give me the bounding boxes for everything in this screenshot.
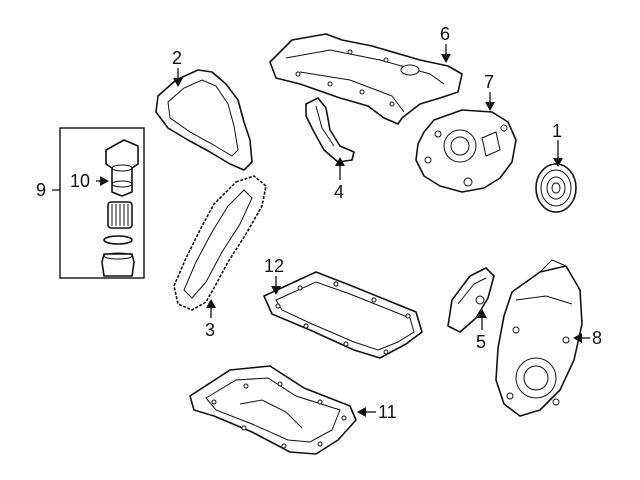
callout-10: 10 <box>70 171 90 191</box>
part-5-tensioner <box>447 267 495 333</box>
callout-8: 8 <box>592 328 602 348</box>
callout-7: 7 <box>484 72 494 92</box>
part-12-pan-gasket <box>263 271 423 359</box>
callout-5: 5 <box>476 332 486 352</box>
callout-1: 1 <box>552 121 562 141</box>
part-6-upper-cover <box>269 33 463 125</box>
part-2-gasket <box>155 69 253 171</box>
part-4-bracket <box>305 97 355 163</box>
callout-6: 6 <box>440 24 450 44</box>
callout-12: 12 <box>264 256 284 276</box>
part-8-timing-cover <box>495 259 583 417</box>
part-1-pulley <box>535 163 577 213</box>
callout-11: 11 <box>378 402 397 422</box>
chain-outline-icon <box>173 175 267 311</box>
callout-3: 3 <box>205 320 215 340</box>
leader-lines <box>52 44 590 417</box>
callout-2: 2 <box>172 48 182 68</box>
oil-filter-assembly-icon <box>59 127 145 279</box>
callout-9: 9 <box>36 180 46 200</box>
callout-4: 4 <box>334 182 344 202</box>
part-7-front-housing <box>415 109 517 193</box>
callout-labels: 1 2 3 4 5 6 7 8 9 10 11 12 <box>36 24 602 422</box>
part-11-oil-pan <box>189 365 357 455</box>
